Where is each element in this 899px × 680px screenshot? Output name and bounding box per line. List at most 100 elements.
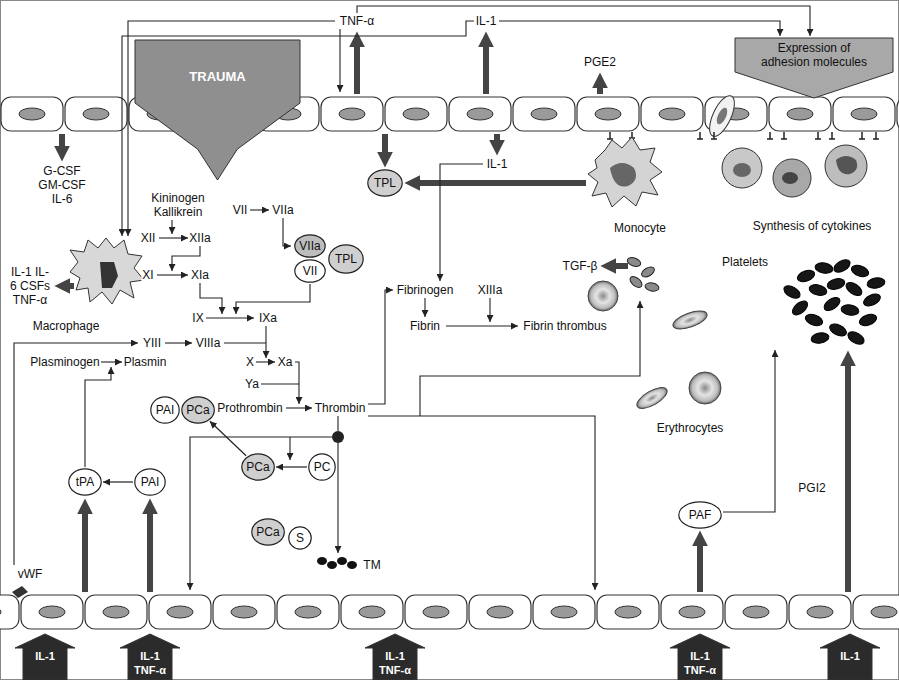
label-text: IXa: [258, 311, 278, 325]
vwf-symbol: [12, 586, 28, 598]
label-text: Fibrinogen: [396, 283, 455, 297]
label-text: Fibrin thrombus: [522, 319, 607, 333]
label-text: Prothrombin: [216, 401, 283, 415]
cytokine-arrow: IL-1: [15, 634, 75, 680]
thick-arrows: [697, 540, 703, 592]
pathway-lines: [265, 326, 266, 358]
adherent-leukocytes: [825, 145, 867, 187]
thrombin-dot: [332, 431, 344, 443]
platelets: [796, 268, 816, 284]
label-text: Kininogen Kallikrein: [142, 191, 214, 219]
pathway-lines: [206, 317, 254, 318]
label-text: XI: [141, 268, 154, 282]
pathway-lines: [159, 237, 188, 238]
label-text: PGI2: [797, 481, 826, 495]
platelets: [832, 257, 853, 275]
pathway-lines: [723, 350, 775, 512]
pathway-lines: [295, 362, 299, 404]
node-text: PC: [314, 460, 331, 474]
adherent-leukocytes: [733, 163, 751, 177]
node-text: PCa: [186, 403, 209, 417]
activated-platelets: [626, 256, 660, 292]
pai-circle-shape: [135, 469, 165, 495]
pca-circle-shape: [252, 519, 285, 545]
migrating-leukocyte: [705, 92, 740, 139]
label-text: VIIa: [271, 203, 294, 217]
pathway-connector: [103, 481, 133, 482]
node-text: PAI: [141, 475, 159, 489]
node-text: IL-1 TNF-α: [373, 649, 417, 677]
pca-circle: PCa: [241, 453, 275, 481]
node-text: TPL: [335, 252, 357, 266]
pathway-lines: [14, 6, 810, 590]
tpa-circle-shape: [69, 469, 101, 495]
pathway-lines: [14, 343, 138, 565]
label-text: VII: [232, 203, 249, 217]
pathway-lines: [236, 284, 310, 314]
label-text: IX: [191, 311, 204, 325]
node-text: PCa: [246, 460, 269, 474]
thick-arrows: [483, 41, 489, 94]
pathway-lines: [489, 298, 490, 322]
node-text: tPA: [76, 475, 94, 489]
label-text: Xa: [277, 355, 294, 369]
cytokine-arrow-shape: [365, 634, 425, 680]
pca-circle-shape: [182, 397, 215, 423]
label-text: TNF-α: [339, 14, 375, 28]
endothelium-bottom: [0, 594, 899, 630]
pathway-connector: [276, 466, 307, 467]
thrombomodulin: [327, 561, 337, 569]
pathway-lines: [122, 21, 474, 236]
pai-circle: PAI: [134, 468, 166, 496]
pathway-lines: [286, 407, 312, 408]
monocyte: [610, 163, 636, 187]
factor-circle-shape: [295, 260, 325, 282]
pca-circle: PCa: [251, 518, 285, 546]
cytokine-arrow: IL-1 TNF-α: [670, 634, 730, 680]
label-text: IL-1: [486, 157, 509, 171]
thick-arrows: [147, 508, 153, 592]
node-text: IL-1 TNF-α: [678, 649, 722, 677]
thrombomodulin: [317, 557, 327, 565]
node-text: VII: [303, 264, 318, 278]
platelets: [804, 312, 824, 328]
pathway-lines: [171, 220, 172, 234]
erythrocytes: [588, 281, 721, 413]
pc-circle: PC: [308, 453, 336, 481]
label-text: Macrophage: [32, 319, 101, 333]
label-text: vWF: [17, 567, 44, 581]
label-text: Plasminogen: [29, 355, 100, 369]
erythrocytes: [634, 383, 670, 412]
pathway-lines: [337, 443, 338, 553]
node-text: TPL: [374, 176, 396, 190]
thick-arrows: [382, 134, 388, 158]
label-text: X: [245, 355, 255, 369]
pc-circle-shape: [309, 454, 335, 480]
adherent-leukocytes: [722, 145, 867, 197]
adhesion-molecules: [607, 132, 879, 139]
adhesion-banner-shape: [735, 38, 893, 98]
adherent-leukocytes: [836, 156, 857, 174]
activated-platelets: [644, 282, 659, 292]
migrating-leukocyte: [705, 92, 740, 139]
adherent-leukocytes: [773, 159, 811, 197]
thrombomodulin: [337, 557, 347, 565]
pca-circle-shape: [242, 454, 275, 480]
trauma-arrow: TRAUMA: [135, 40, 300, 180]
pathway-lines: [368, 290, 393, 404]
thick-arrows: [82, 508, 88, 592]
node-text: Expression of adhesion molecules: [754, 41, 874, 69]
label-text: G-CSF GM-CSF IL-6: [34, 164, 90, 206]
macrophage: [70, 238, 144, 304]
label-text: Thrombin: [314, 401, 367, 415]
macrophage: [70, 238, 144, 304]
node-text: PAF: [689, 508, 711, 522]
node-text: TRAUMA: [143, 70, 293, 84]
label-text: TM: [362, 558, 381, 572]
paf-ellipse-shape: [679, 502, 721, 528]
pathway-lines: [440, 164, 483, 281]
plain-lines: [224, 342, 266, 343]
activated-platelets: [628, 274, 644, 289]
erythrocytes: [689, 372, 721, 404]
